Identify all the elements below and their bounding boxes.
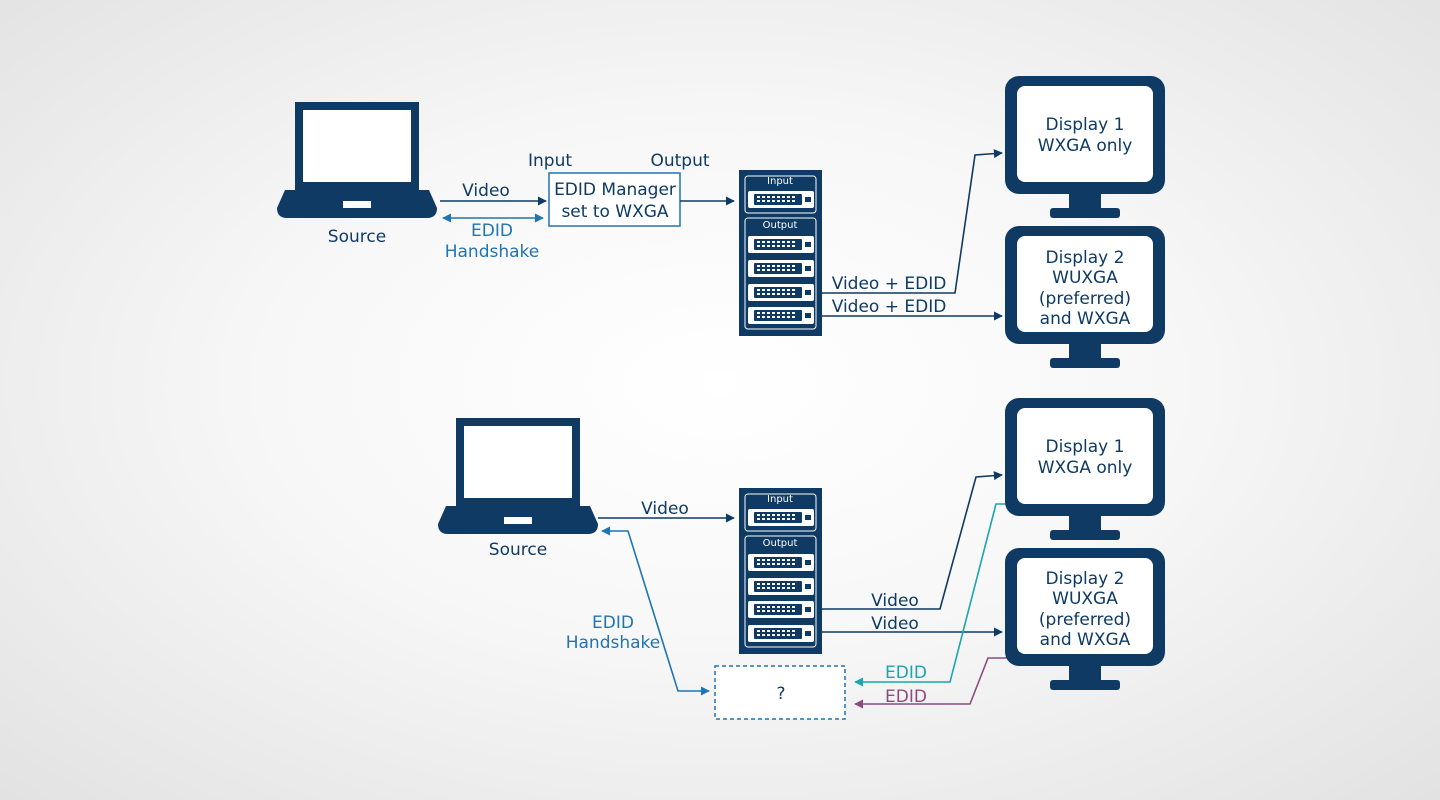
bottom-switch: Input Output	[739, 488, 822, 654]
bottom-switch-output-label: Output	[763, 538, 798, 549]
bottom-video-label: Video	[641, 499, 689, 519]
bottom-edid-arrow	[601, 526, 710, 696]
top-display-2: Display 2 WUXGA (preferred) and WXGA	[1005, 226, 1165, 368]
top-input-label: Input	[528, 151, 572, 171]
edid-manager-box	[548, 172, 681, 227]
bottom-edid-purple-line	[854, 657, 1010, 709]
input-port-icon	[748, 191, 814, 208]
bottom-display-2: Display 2 WUXGA (preferred) and WXGA	[1005, 548, 1165, 690]
edid-manager-label-2: set to WXGA	[561, 202, 668, 222]
top-display1-line2: WXGA only	[1038, 136, 1133, 156]
bottom-scenario: Source Video EDID Handshake Input Output…	[438, 398, 1165, 720]
top-scenario: Source Video EDID Handshake Input Output…	[277, 76, 1165, 368]
top-display2-line4: and WXGA	[1040, 309, 1131, 329]
top-source-label: Source	[328, 227, 386, 247]
bottom-edid1-label: EDID	[885, 663, 927, 683]
top-line-to-display1	[822, 149, 1003, 294]
top-switch-input-label: Input	[767, 176, 793, 187]
top-line2-label: Video + EDID	[832, 297, 947, 317]
top-source-laptop: Source	[277, 102, 437, 247]
output-port-icon	[748, 625, 814, 642]
top-display2-line1: Display 2	[1046, 248, 1125, 268]
bottom-display1-line2: WXGA only	[1038, 458, 1133, 478]
unknown-box-label: ?	[776, 684, 785, 704]
laptop-icon	[438, 418, 598, 534]
top-video-label: Video	[462, 181, 510, 201]
output-port-icon	[748, 307, 814, 324]
bottom-edid2-label: EDID	[885, 687, 927, 707]
bottom-line-to-display1	[822, 471, 1003, 610]
laptop-icon	[277, 102, 437, 218]
edid-manager-label-1: EDID Manager	[554, 180, 676, 200]
top-display-1: Display 1 WXGA only	[1005, 76, 1165, 218]
unknown-box	[714, 665, 846, 720]
bottom-switch-input-label: Input	[767, 494, 793, 505]
bottom-edid-teal-line	[854, 503, 1008, 687]
top-display1-line1: Display 1	[1046, 115, 1125, 135]
bottom-display1-line1: Display 1	[1046, 437, 1125, 457]
bottom-display2-line3: (preferred)	[1039, 610, 1131, 630]
output-port-icon	[748, 260, 814, 277]
top-edid-label-1: EDID	[471, 221, 513, 241]
top-line1-label: Video + EDID	[832, 274, 947, 294]
output-port-icon	[748, 236, 814, 253]
bottom-display-1: Display 1 WXGA only	[1005, 398, 1165, 540]
top-display2-line3: (preferred)	[1039, 289, 1131, 309]
output-port-icon	[748, 578, 814, 595]
bottom-edid-label-1: EDID	[592, 613, 634, 633]
top-output-label: Output	[650, 151, 709, 171]
bottom-line1-label: Video	[871, 591, 919, 611]
output-port-icon	[748, 284, 814, 301]
bottom-line2-label: Video	[871, 614, 919, 634]
bottom-source-laptop: Source	[438, 418, 598, 560]
bottom-display2-line2: WUXGA	[1052, 589, 1118, 609]
bottom-edid-label-2: Handshake	[566, 633, 661, 653]
bottom-source-label: Source	[489, 540, 547, 560]
bottom-display2-line1: Display 2	[1046, 569, 1125, 589]
output-port-icon	[748, 601, 814, 618]
top-display2-line2: WUXGA	[1052, 268, 1118, 288]
top-switch-output-label: Output	[763, 220, 798, 231]
input-port-icon	[748, 509, 814, 526]
top-switch: Input Output	[739, 170, 822, 336]
top-edid-label-2: Handshake	[445, 242, 540, 262]
output-port-icon	[748, 554, 814, 571]
bottom-display2-line4: and WXGA	[1040, 630, 1131, 650]
